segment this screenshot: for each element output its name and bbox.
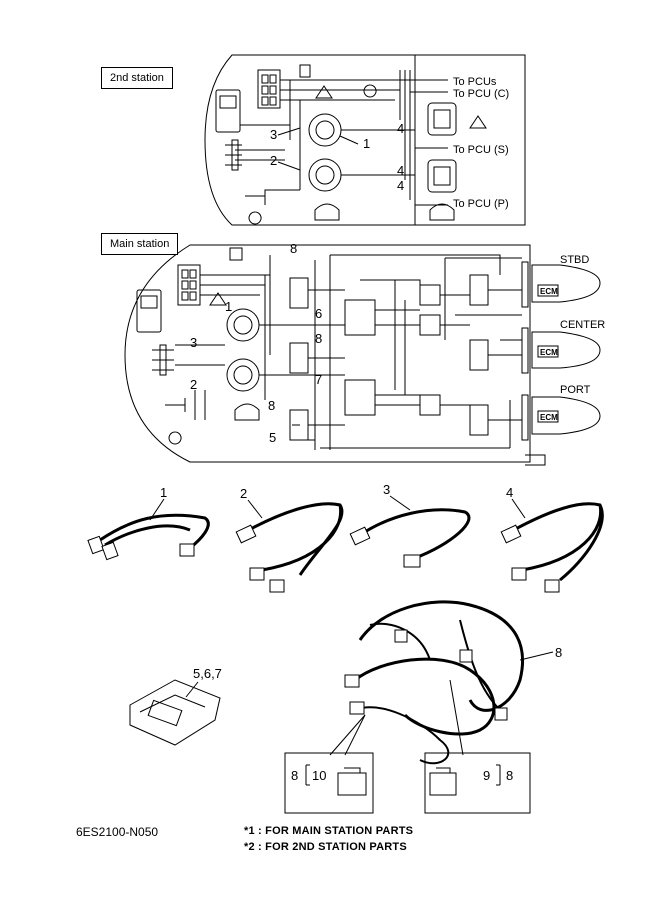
detail-right-child: 9 (483, 768, 490, 783)
callout-main-8c: 8 (268, 398, 275, 413)
main-remote-control-2 (226, 358, 260, 392)
callout-main-2: 2 (190, 377, 197, 392)
main-display (136, 289, 162, 333)
label-port: PORT (560, 384, 591, 396)
detail-left-parent: 8 (291, 768, 298, 783)
harness-1 (99, 513, 210, 550)
callout-main-7: 7 (315, 372, 322, 387)
second-pcu-c (427, 102, 457, 136)
ecm-center (531, 331, 601, 369)
callout-2nd-1: 1 (363, 136, 370, 151)
callout-main-5: 5 (269, 430, 276, 445)
hub-part-567 (129, 679, 221, 746)
main-pcu-2 (344, 379, 376, 416)
label-to-pcu-p: To PCU (P) (453, 198, 509, 210)
part-callout-8: 8 (555, 645, 562, 660)
label-to-pcu-s: To PCU (S) (453, 144, 509, 156)
detail-left-child: 10 (312, 768, 326, 783)
label-to-pcus: To PCUs (453, 76, 497, 88)
label-to-pcu-c: To PCU (C) (453, 88, 509, 100)
harness-2 (244, 502, 344, 576)
ecm-stbd (531, 264, 601, 303)
callout-main-8b: 8 (315, 331, 322, 346)
hub-7 (289, 342, 309, 374)
footnote-main-station: *1 : FOR MAIN STATION PARTS (244, 825, 414, 837)
callout-2nd-3: 3 (270, 127, 277, 142)
detail-box-left (284, 752, 374, 814)
main-station-outline (124, 244, 531, 463)
detail-box-right (424, 752, 531, 814)
main-pcu-1 (344, 299, 376, 336)
callout-2nd-2: 2 (270, 153, 277, 168)
label-stbd: STBD (560, 254, 589, 266)
second-display (215, 89, 241, 133)
second-switch-panel (257, 69, 281, 109)
detail-right-parent: 8 (506, 768, 513, 783)
callout-main-6: 6 (315, 306, 322, 321)
part-callout-567: 5,6,7 (193, 666, 222, 681)
main-station-label: Main station (101, 233, 179, 255)
label-ecm-center: ECM (540, 348, 558, 357)
part-callout-3: 3 (383, 482, 390, 497)
hub-6 (289, 277, 309, 309)
second-pcu-p (427, 159, 457, 193)
part-callout-4: 4 (506, 485, 513, 500)
harness-4 (509, 502, 604, 582)
callout-main-1: 1 (225, 299, 232, 314)
callout-main-3: 3 (190, 335, 197, 350)
callout-2nd-4a: 4 (397, 121, 404, 136)
footnote-second-station: *2 : FOR 2ND STATION PARTS (244, 841, 407, 853)
main-switch-panel (177, 264, 201, 306)
label-ecm-stbd: ECM (540, 287, 558, 296)
label-center: CENTER (560, 319, 605, 331)
diagram-code: 6ES2100-N050 (76, 825, 159, 839)
harness-3 (359, 508, 471, 560)
callout-2nd-4b: 4 (397, 163, 404, 178)
second-station-label: 2nd station (101, 67, 173, 89)
callout-2nd-4c: 4 (397, 178, 404, 193)
callout-main-8a: 8 (290, 241, 297, 256)
part-callout-1: 1 (160, 485, 167, 500)
part-callout-2: 2 (240, 486, 247, 501)
second-station-outline (204, 54, 526, 226)
label-ecm-port: ECM (540, 413, 558, 422)
harness-8 (358, 600, 525, 712)
second-remote-control-2 (308, 158, 342, 192)
second-remote-control-1 (308, 113, 342, 147)
ecm-port (531, 396, 601, 435)
